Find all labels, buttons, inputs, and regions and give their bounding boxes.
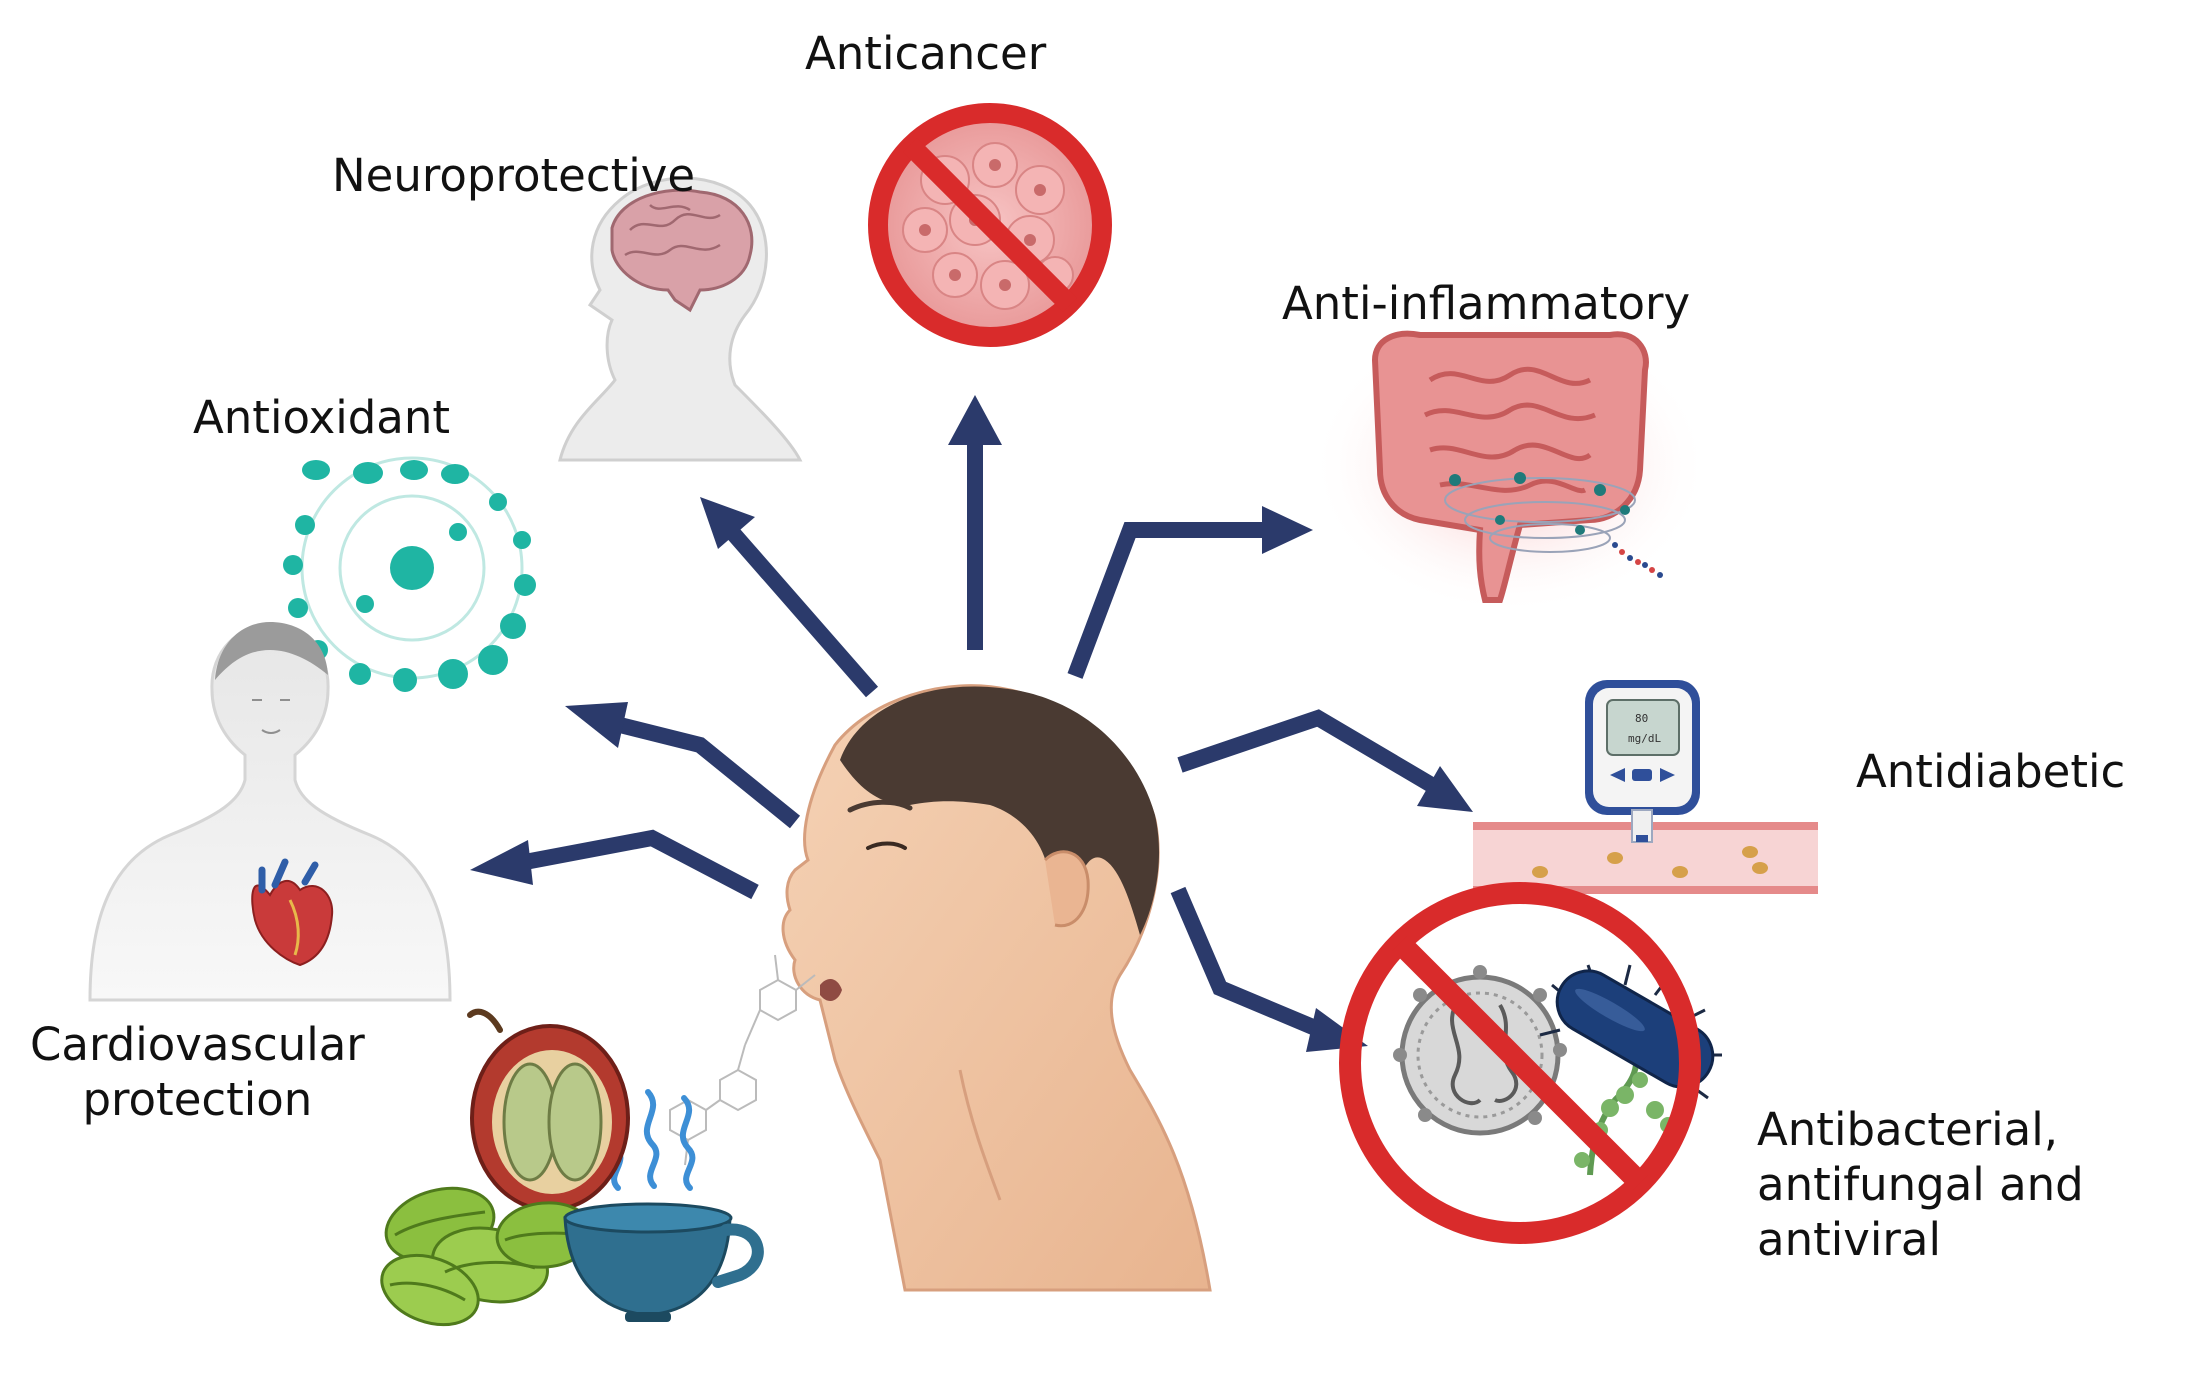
label-cardiovascular-line2: protection	[82, 1073, 313, 1126]
label-cardiovascular-line1: Cardiovascular	[30, 1018, 365, 1071]
arrow-antioxidant	[618, 717, 801, 829]
label-antidiabetic: Antidiabetic	[1856, 745, 2126, 798]
prohibition-sign-microbes	[1339, 882, 1701, 1244]
label-cardiovascular-protection: Cardiovascular protection	[30, 1017, 365, 1127]
glucometer-icon: 80 mg/dL	[1585, 680, 1700, 843]
prohibition-sign-cancer	[868, 103, 1112, 347]
antioxidant-atom-icon	[283, 456, 536, 692]
person-head-icon	[781, 684, 1212, 1292]
arrow-antioxidant-head	[565, 702, 628, 748]
heart-icon	[251, 858, 334, 967]
arrow-antimicrobial	[1170, 886, 1324, 1038]
brain-head-icon	[558, 176, 803, 462]
glucometer-unit: mg/dL	[1628, 732, 1661, 745]
human-torso-icon	[88, 622, 452, 1002]
label-neuroprotective: Neuroprotective	[332, 149, 696, 202]
label-antimicrobial-line3: antiviral	[1757, 1213, 1941, 1266]
arrow-cardiovascular	[523, 829, 759, 900]
virus-icon	[1393, 965, 1567, 1136]
arrows	[470, 395, 1473, 1052]
arrow-antidiabetic-head	[1417, 766, 1473, 812]
label-antimicrobial-line2: antifungal and	[1757, 1158, 2084, 1211]
arrow-neuroprotective-head	[700, 497, 755, 549]
label-antimicrobial-line1: Antibacterial,	[1757, 1103, 2059, 1156]
arrow-anti-inflammatory-head	[1262, 506, 1313, 554]
arrow-neuroprotective	[725, 526, 879, 698]
glucometer-reading: 80	[1635, 712, 1648, 725]
label-antimicrobial: Antibacterial, antifungal and antiviral	[1757, 1102, 2084, 1267]
intestine-icon	[1310, 315, 1710, 615]
arrow-anti-inflammatory	[1067, 522, 1268, 679]
label-anticancer: Anticancer	[805, 27, 1047, 80]
coffee-cherry-icon	[467, 1008, 630, 1212]
arrow-anticancer-head	[948, 395, 1002, 445]
arrow-antidiabetic	[1177, 709, 1445, 797]
arrow-cardiovascular-head	[470, 840, 533, 885]
bacterium-icon	[1539, 964, 1722, 1100]
label-antioxidant: Antioxidant	[193, 391, 451, 444]
coffee-cup-icon	[563, 1202, 764, 1322]
label-anti-inflammatory: Anti-inflammatory	[1282, 277, 1691, 330]
molecule-icon	[669, 954, 816, 1166]
